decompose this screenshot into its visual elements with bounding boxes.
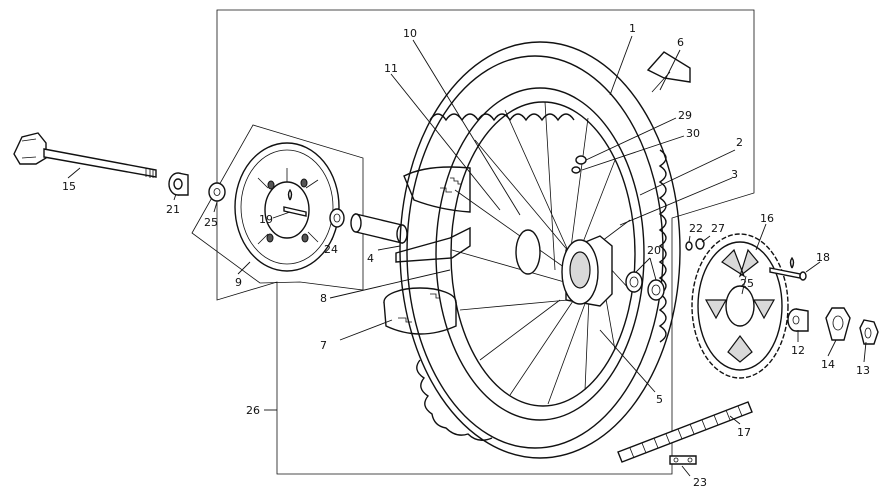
callout-16: 16 xyxy=(760,212,774,225)
callout-22: 22 xyxy=(689,222,703,235)
callout-13: 13 xyxy=(856,364,870,377)
sprocket-small-parts xyxy=(685,238,705,251)
callout-4: 4 xyxy=(367,252,374,265)
callout-3: 3 xyxy=(731,168,738,181)
seal-ring xyxy=(329,208,345,228)
callout-25-sprocket: 25 xyxy=(740,277,754,290)
callout-27: 27 xyxy=(711,222,725,235)
callout-24: 24 xyxy=(324,243,338,256)
callout-26: 26 xyxy=(246,404,260,417)
callout-25-left: 25 xyxy=(204,216,218,229)
axle-spacer xyxy=(168,172,189,196)
callout-5: 5 xyxy=(656,393,663,406)
wheel-axle xyxy=(13,132,157,178)
disc-bolt xyxy=(283,188,307,217)
callout-14: 14 xyxy=(821,358,835,371)
callout-30: 30 xyxy=(686,127,700,140)
callout-12: 12 xyxy=(791,344,805,357)
leader-lines xyxy=(67,35,867,477)
valve-parts xyxy=(571,155,587,174)
wheel-assembly-frame xyxy=(216,9,755,475)
callout-23: 23 xyxy=(693,476,707,489)
hub-bearings xyxy=(625,271,665,301)
axle-nut xyxy=(825,307,851,341)
wheel-hub xyxy=(515,229,613,307)
callout-19: 19 xyxy=(259,213,273,226)
callout-17: 17 xyxy=(737,426,751,439)
rim-tape xyxy=(383,287,457,335)
chain-master-link xyxy=(669,455,697,465)
callout-15: 15 xyxy=(62,180,76,193)
callout-10: 10 xyxy=(403,27,417,40)
washer-left xyxy=(208,182,226,202)
rear-sprocket xyxy=(691,233,789,379)
callout-2: 2 xyxy=(736,136,743,149)
callout-1: 1 xyxy=(629,22,636,35)
right-spacer xyxy=(787,308,809,332)
sprocket-screw xyxy=(769,256,807,281)
drive-chain xyxy=(617,401,753,463)
callout-20: 20 xyxy=(647,244,661,257)
callout-9: 9 xyxy=(235,276,242,289)
cap-nut xyxy=(859,319,879,345)
callout-7: 7 xyxy=(320,339,327,352)
spacer-tube xyxy=(350,213,408,244)
callout-11: 11 xyxy=(384,62,398,75)
callout-6: 6 xyxy=(677,36,684,49)
callout-18: 18 xyxy=(816,251,830,264)
callout-8: 8 xyxy=(320,292,327,305)
spokes xyxy=(451,101,631,405)
rear-tyre xyxy=(399,41,681,459)
inner-tube xyxy=(403,166,471,213)
callout-labels: 1 2 3 4 5 6 7 8 9 10 11 12 13 14 15 16 1… xyxy=(62,22,870,489)
callout-21: 21 xyxy=(166,203,180,216)
callout-29: 29 xyxy=(678,109,692,122)
rim xyxy=(435,87,645,421)
